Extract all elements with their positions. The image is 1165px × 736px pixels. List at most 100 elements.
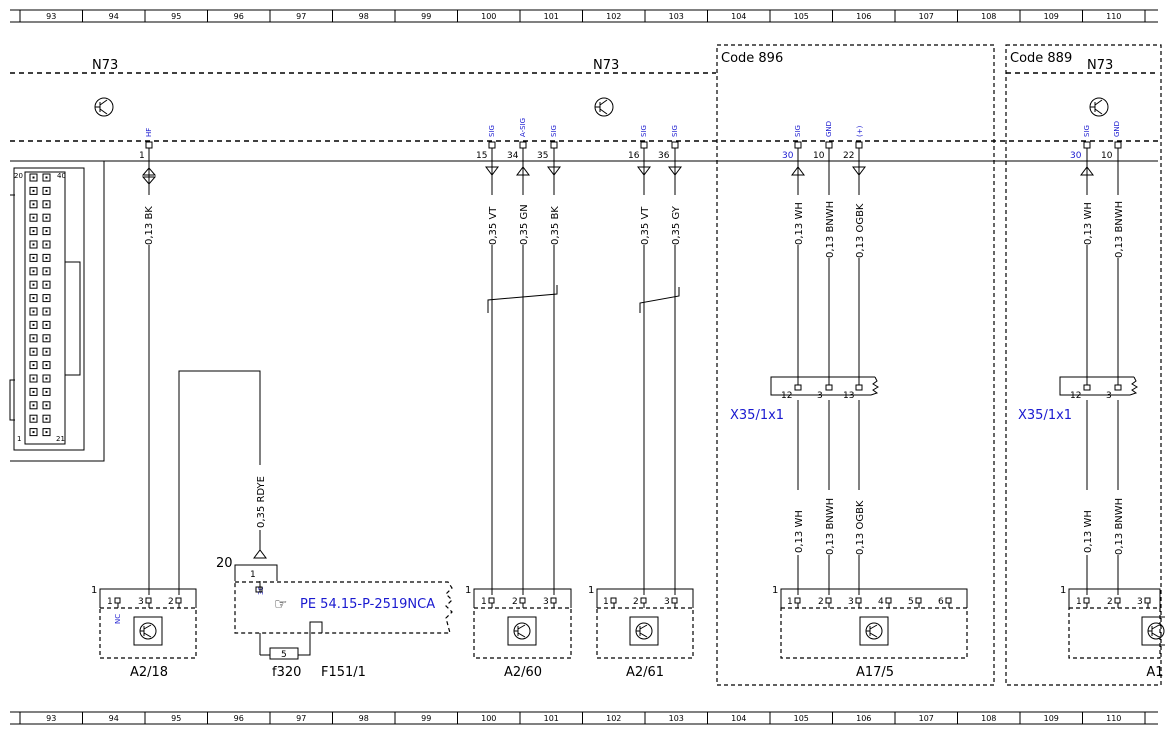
wire-arrows xyxy=(141,166,1094,559)
connector-cavity xyxy=(29,240,38,249)
connector-cavity-dot xyxy=(32,256,35,259)
connector-cavity-dot xyxy=(45,417,48,420)
grid-column-number: 93 xyxy=(46,12,56,21)
wire-label: 0,35 VT xyxy=(488,206,499,245)
x35-connector-b: 12 3 xyxy=(1059,376,1138,401)
wire-label: 0,35 VT xyxy=(640,206,651,245)
connector-cavity-dot xyxy=(45,256,48,259)
pin-number: 1 xyxy=(107,597,113,607)
pin-tab xyxy=(885,597,892,604)
connector-cavity xyxy=(42,280,51,289)
connector-cavity-dot xyxy=(32,283,35,286)
relay-name: F151/1 xyxy=(321,665,366,680)
grid-column-number: 108 xyxy=(981,12,996,21)
pin-tab xyxy=(945,597,952,604)
pin-tab xyxy=(671,141,679,149)
pin-tab xyxy=(550,597,557,604)
grid-column-number: 102 xyxy=(606,12,621,21)
pin-number: 1 xyxy=(1076,597,1082,607)
connector-cavity xyxy=(29,387,38,396)
pin-tab xyxy=(610,597,617,604)
pin-number: 3 xyxy=(664,597,670,607)
pin-tab xyxy=(1083,141,1091,149)
connector-cavity xyxy=(29,200,38,209)
pin-number: 1 xyxy=(91,585,97,596)
wire-label: 0,13 BNWH xyxy=(1114,201,1125,258)
signal-label: HF xyxy=(145,128,153,137)
n73-connector: 20 40 1 21 xyxy=(9,160,105,462)
connector-cavity xyxy=(29,213,38,222)
grid-column-number: 97 xyxy=(296,714,306,723)
grid-column-number: 101 xyxy=(544,714,559,723)
pin-tab xyxy=(488,141,496,149)
connector-cavity-dot xyxy=(45,350,48,353)
wire-label: 0,13 WH xyxy=(794,510,805,553)
pin-tab xyxy=(175,597,182,604)
wire-label: 0,13 WH xyxy=(1083,510,1094,553)
pin-number: 10 xyxy=(813,151,825,161)
pin-tab xyxy=(488,597,495,604)
grid-column-number: 105 xyxy=(794,714,809,723)
component-body xyxy=(1068,607,1161,659)
signal-label: SIG xyxy=(671,125,679,137)
pin-number: 1 xyxy=(1060,585,1066,596)
pin-tab xyxy=(640,597,647,604)
signal-label: SIG xyxy=(1083,125,1091,137)
connector-cavity-dot xyxy=(45,431,48,434)
connector-housing xyxy=(780,588,968,608)
pin-number: 3 xyxy=(138,597,144,607)
pin-number: 1 xyxy=(139,151,145,161)
pin-number: 1 xyxy=(250,570,256,580)
grid-column-number: 106 xyxy=(856,714,871,723)
connector-cavity-dot xyxy=(45,364,48,367)
reference-link[interactable]: PE 54.15-P-2519NCA xyxy=(300,597,435,612)
grid-column-number: 97 xyxy=(296,12,306,21)
pin-number: 3 xyxy=(543,597,549,607)
connector-cavity xyxy=(29,173,38,182)
connector-cavity-dot xyxy=(32,216,35,219)
connector-cavity-dot xyxy=(32,323,35,326)
nc-label: NC xyxy=(114,614,122,624)
connector-cavity-dot xyxy=(32,417,35,420)
connector-cavity-dot xyxy=(45,297,48,300)
connector-cavity-dot xyxy=(45,216,48,219)
wires xyxy=(148,161,1119,595)
connector-cavity xyxy=(42,294,51,303)
x35-pin: 3 xyxy=(817,391,823,401)
connector-cavity xyxy=(42,307,51,316)
component-body xyxy=(596,607,694,659)
pin-label-30: 30 xyxy=(257,586,265,595)
grid-column-number: 99 xyxy=(421,714,431,723)
grid-column-number: 93 xyxy=(46,714,56,723)
connector-cavity-dot xyxy=(45,203,48,206)
wire-label: 0,13 OGBK xyxy=(855,203,866,258)
code-889-label: Code 889 xyxy=(1010,51,1072,66)
grid-column-number: 103 xyxy=(669,12,684,21)
connector-cavity-dot xyxy=(32,337,35,340)
transistor-icon xyxy=(1089,97,1109,117)
connector-cavity-dot xyxy=(32,390,35,393)
connector-cavity xyxy=(42,227,51,236)
pin-number: 35 xyxy=(537,151,548,161)
connector-cavity-dot xyxy=(32,189,35,192)
connector-cavity-dot xyxy=(32,230,35,233)
pin-tab xyxy=(915,597,922,604)
pin-number: 3 xyxy=(1137,597,1143,607)
connector-cavity-dot xyxy=(32,350,35,353)
x35-pin: 12 xyxy=(1070,391,1081,401)
grid-column-number: 95 xyxy=(171,714,181,723)
grid-column-number: 104 xyxy=(731,714,746,723)
n73-label-mid: N73 xyxy=(593,58,619,73)
connector-cavity xyxy=(42,347,51,356)
grid-column-number: 107 xyxy=(919,714,934,723)
connector-cavity-dot xyxy=(45,390,48,393)
pin-tab xyxy=(145,141,153,149)
connector-cavity-dot xyxy=(45,377,48,380)
x35-pin: 3 xyxy=(1106,391,1112,401)
